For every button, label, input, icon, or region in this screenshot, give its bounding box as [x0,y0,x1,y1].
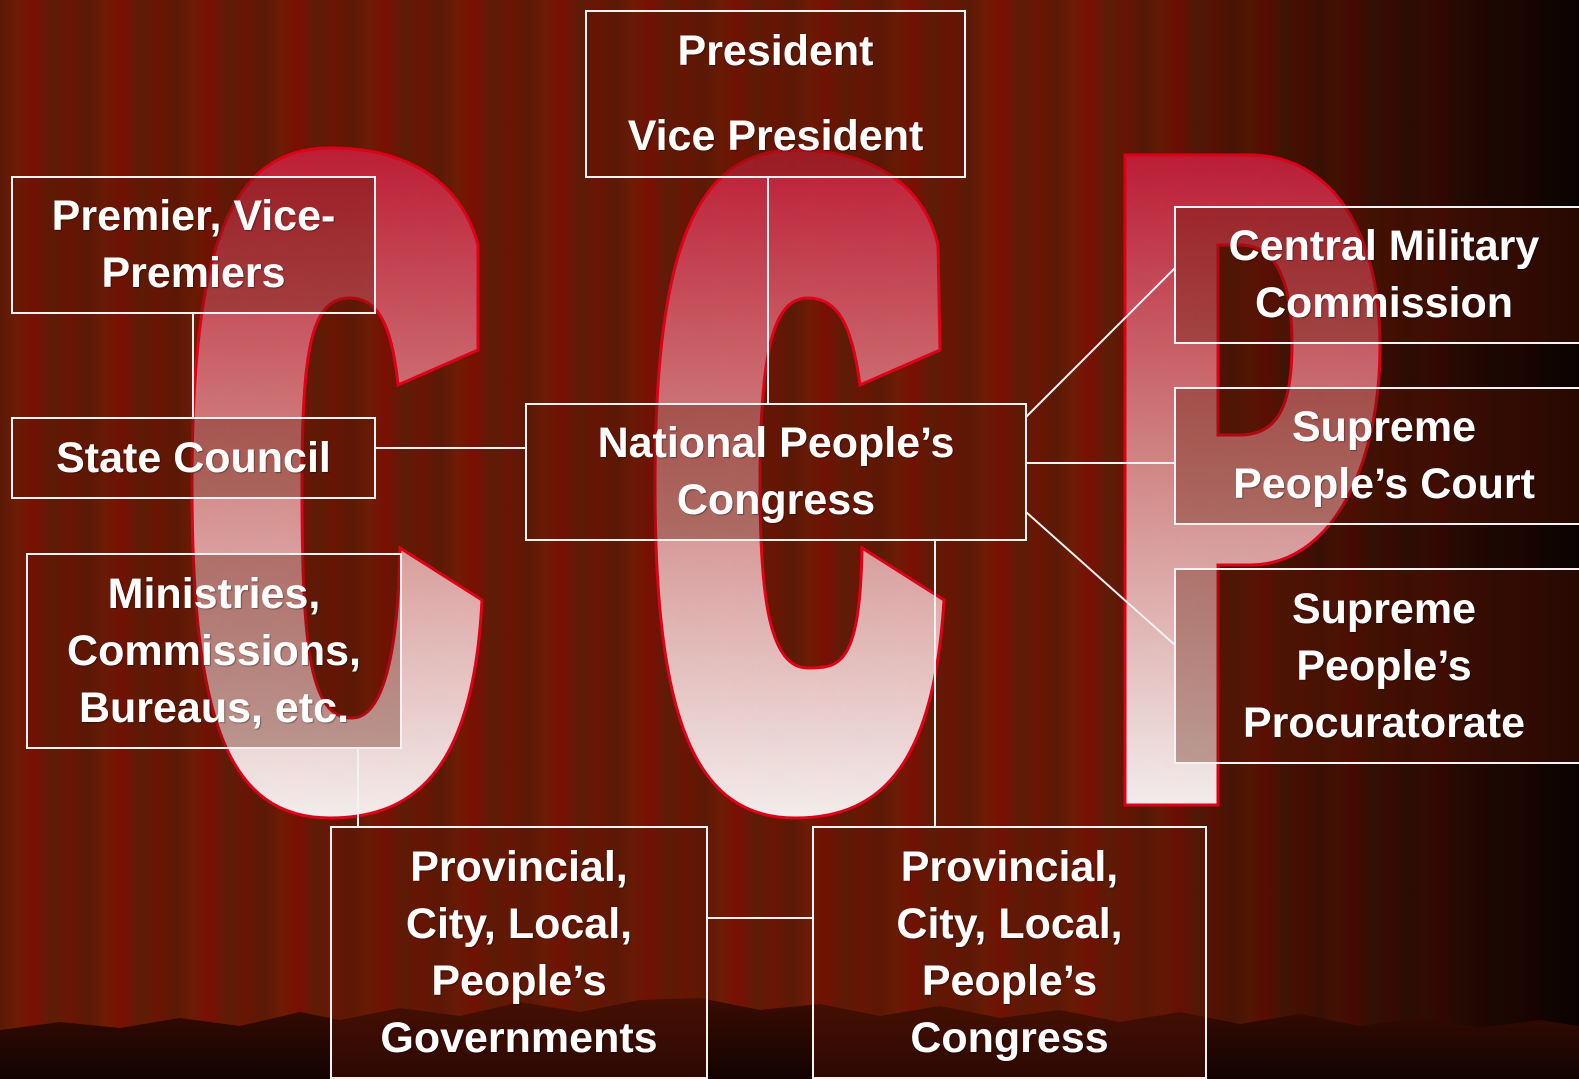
local-governments-label-line4: Governments [380,1013,658,1062]
premier-label-line1: Premier, Vice- [51,192,336,240]
president-label: President [677,27,874,75]
watermark-letter-c-2 [653,148,946,820]
cmc-label-line2: Commission [1254,279,1514,327]
procuratorate-label-line2: People’s [1296,641,1472,690]
vice-president-label: Vice President [627,112,924,160]
state-council-box: State Council [11,417,376,499]
ground-silhouette [0,998,1579,1079]
local-congress-label-line1: Provincial, [900,842,1119,891]
local-governments-box: Provincial, City, Local, People’s Govern… [330,826,708,1079]
court-label-line2: People’s Court [1233,460,1535,508]
watermark-letter-p [1123,153,1382,807]
procuratorate-box: Supreme People’s Procuratorate [1174,568,1579,764]
local-congress-label-line3: People’s [921,956,1098,1005]
procuratorate-label-line3: Procuratorate [1243,698,1525,747]
connector-npc-cmc [1025,267,1176,418]
local-congress-box: Provincial, City, Local, People’s Congre… [812,826,1207,1079]
state-council-label: State Council [56,433,331,482]
connector-lines [192,177,1176,919]
premier-label-line2: Premiers [101,249,286,297]
local-governments-label-line2: City, Local, [405,899,633,948]
procuratorate-label-line1: Supreme [1291,584,1476,633]
ministries-box: Ministries, Commissions, Bureaus, etc. [26,553,402,749]
court-label-line1: Supreme [1291,403,1476,451]
ministries-label-line2: Commissions, [67,626,361,675]
local-governments-label-line1: Provincial, [410,842,628,891]
ministries-label-line1: Ministries, [107,569,321,618]
npc-box: National People’s Congress [525,403,1027,541]
court-box: Supreme People’s Court [1174,387,1579,525]
president-box: President Vice President [585,10,966,178]
ministries-label-line3: Bureaus, etc. [78,683,350,732]
watermark-letter-c-1 [190,146,484,820]
cmc-box: Central Military Commission [1174,206,1579,344]
cmc-label-line1: Central Military [1228,222,1540,270]
local-congress-label-line2: City, Local, [896,899,1123,948]
connector-npc-procuratorate [1025,511,1176,646]
npc-label-line1: National People’s [597,419,955,467]
local-governments-label-line3: People’s [431,956,607,1005]
premier-box: Premier, Vice- Premiers [11,176,376,314]
local-congress-label-line4: Congress [910,1013,1109,1062]
npc-label-line2: Congress [676,476,876,524]
